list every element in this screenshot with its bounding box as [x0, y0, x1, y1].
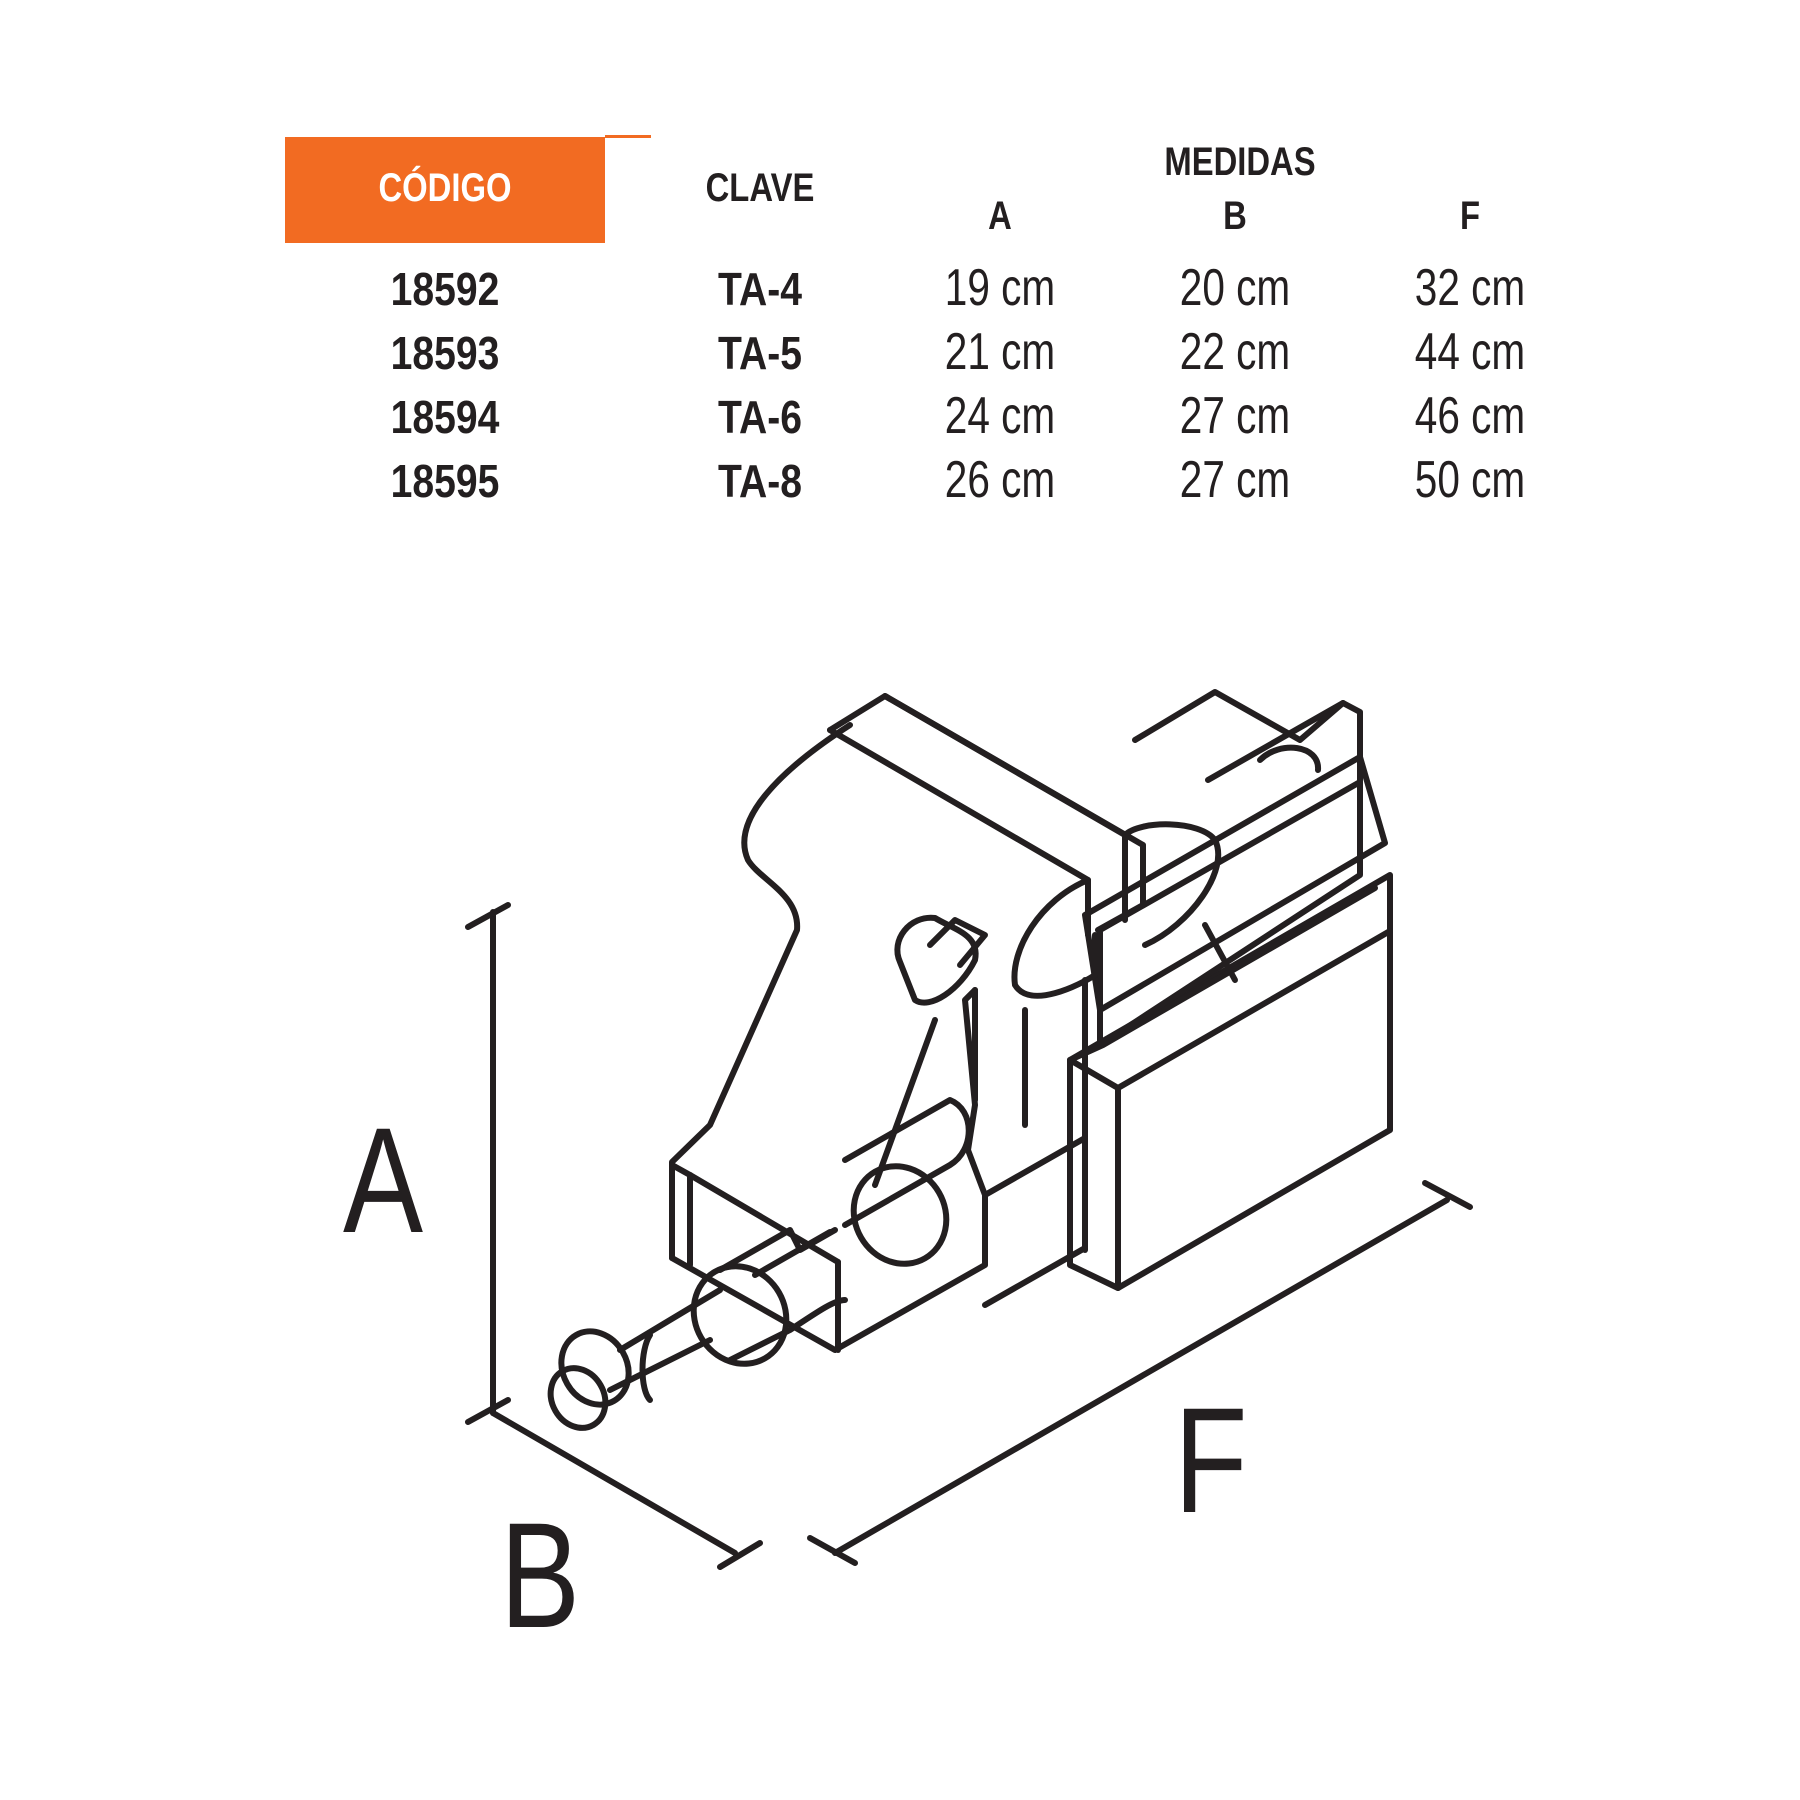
cell-a: 19 cm [944, 259, 1056, 317]
vise-body [547, 689, 1393, 1431]
header-col-b: B [1223, 194, 1247, 238]
cell-a: 24 cm [944, 387, 1056, 445]
cell-f: 46 cm [1414, 387, 1526, 445]
cell-b: 20 cm [1179, 259, 1291, 317]
cell-b: 22 cm [1179, 323, 1291, 381]
cell-clave: TA-8 [718, 455, 802, 507]
cell-clave: TA-4 [718, 263, 802, 315]
cell-b: 27 cm [1179, 387, 1291, 445]
cell-f: 32 cm [1414, 259, 1526, 317]
cell-b: 27 cm [1179, 451, 1291, 509]
header-clave: CLAVE [705, 166, 815, 210]
dimension-label-b: B [500, 1491, 581, 1659]
dimension-line-f [807, 1180, 1473, 1566]
cell-a: 26 cm [944, 451, 1056, 509]
cell-codigo: 18595 [390, 455, 500, 507]
header-col-a: A [988, 194, 1012, 238]
cell-f: 44 cm [1414, 323, 1526, 381]
cell-a: 21 cm [944, 323, 1056, 381]
cell-clave: TA-6 [718, 391, 802, 443]
codigo-header-box [285, 137, 605, 243]
dimension-label-a: A [343, 1096, 424, 1264]
cell-codigo: 18592 [390, 263, 500, 315]
cell-codigo: 18594 [390, 391, 500, 443]
dimension-line-b [490, 1410, 763, 1570]
header-col-f: F [1459, 194, 1481, 238]
cell-f: 50 cm [1414, 451, 1526, 509]
dimension-line-a [465, 902, 511, 1425]
header-medidas: MEDIDAS [1164, 140, 1316, 184]
header-codigo: CÓDIGO [378, 166, 512, 210]
header-accent-line [605, 135, 651, 138]
dimension-label-f: F [1174, 1376, 1248, 1544]
cell-codigo: 18593 [390, 327, 500, 379]
cell-clave: TA-5 [718, 327, 802, 379]
